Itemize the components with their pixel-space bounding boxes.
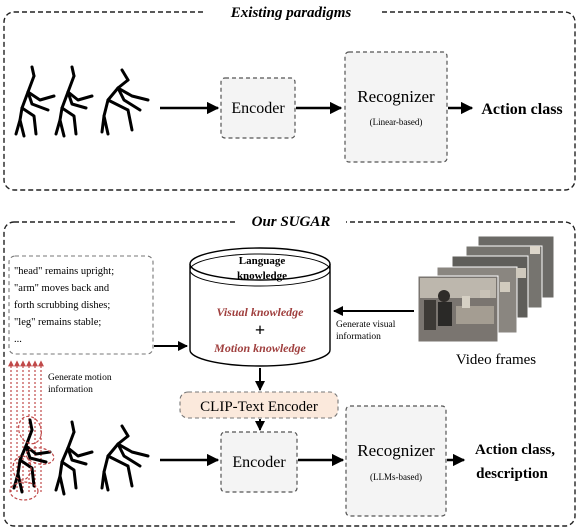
body-part-highlights — [9, 415, 55, 501]
skeleton-figure — [100, 68, 150, 136]
skeleton-figure — [54, 65, 94, 138]
skeleton-figure — [12, 418, 52, 494]
language-knowledge-cylinder — [189, 247, 331, 367]
language-knowledge-line2: knowledge — [237, 270, 287, 282]
skeleton-sequence-top — [14, 65, 150, 138]
generate-motion-line2: information — [48, 384, 93, 395]
encoder-box-bottom — [220, 431, 298, 493]
panel-title-sugar: Our SUGAR — [252, 214, 331, 230]
sugar-panel: Our SUGAR "head" remains upright; "arm" … — [3, 211, 576, 527]
description-line: ... — [14, 334, 22, 345]
video-frames-label: Video frames — [456, 352, 536, 368]
video-frames-image — [417, 235, 555, 343]
output-label-top: Action class — [481, 101, 562, 118]
recognizer-box-bottom — [345, 405, 447, 517]
clip-text-encoder-box — [179, 391, 339, 419]
recognizer-label-bottom: Recognizer — [357, 441, 435, 460]
output-line2-bottom: description — [476, 466, 548, 482]
skeleton-figure — [100, 424, 150, 492]
output-line1-bottom: Action class, — [475, 442, 555, 458]
plus-sign: + — [255, 320, 265, 340]
generate-motion-line1: Generate motion — [48, 373, 112, 383]
description-line: "leg" remains stable; — [14, 317, 101, 328]
description-line: "arm" moves back and — [14, 283, 110, 294]
language-knowledge-line1: Language — [239, 255, 286, 267]
description-line: forth scrubbing dishes; — [14, 300, 110, 311]
clip-text-encoder-label: CLIP-Text Encoder — [200, 399, 318, 415]
skeleton-sequence-bottom — [12, 418, 150, 496]
generate-visual-line1: Generate visual — [336, 320, 396, 330]
recognizer-box-top — [344, 51, 448, 163]
description-line: "head" remains upright; — [14, 266, 114, 277]
existing-paradigms-panel: Existing paradigms — [3, 2, 576, 191]
encoder-box-top — [220, 77, 296, 139]
generate-visual-line2: information — [336, 331, 381, 342]
encoder-label-bottom: Encoder — [232, 454, 286, 471]
encoder-label-top: Encoder — [231, 100, 285, 117]
visual-knowledge-label: Visual knowledge — [216, 305, 304, 319]
skeleton-figure — [54, 420, 94, 496]
recognizer-sub-bottom: (LLMs-based) — [370, 472, 422, 482]
skeleton-figure — [14, 65, 56, 138]
panel-title-existing: Existing paradigms — [230, 5, 352, 21]
motion-info-arrows — [8, 360, 44, 492]
recognizer-label-top: Recognizer — [357, 87, 435, 106]
recognizer-sub-top: (Linear-based) — [370, 117, 423, 127]
motion-knowledge-label: Motion knowledge — [213, 341, 306, 355]
motion-description-box — [8, 255, 154, 355]
